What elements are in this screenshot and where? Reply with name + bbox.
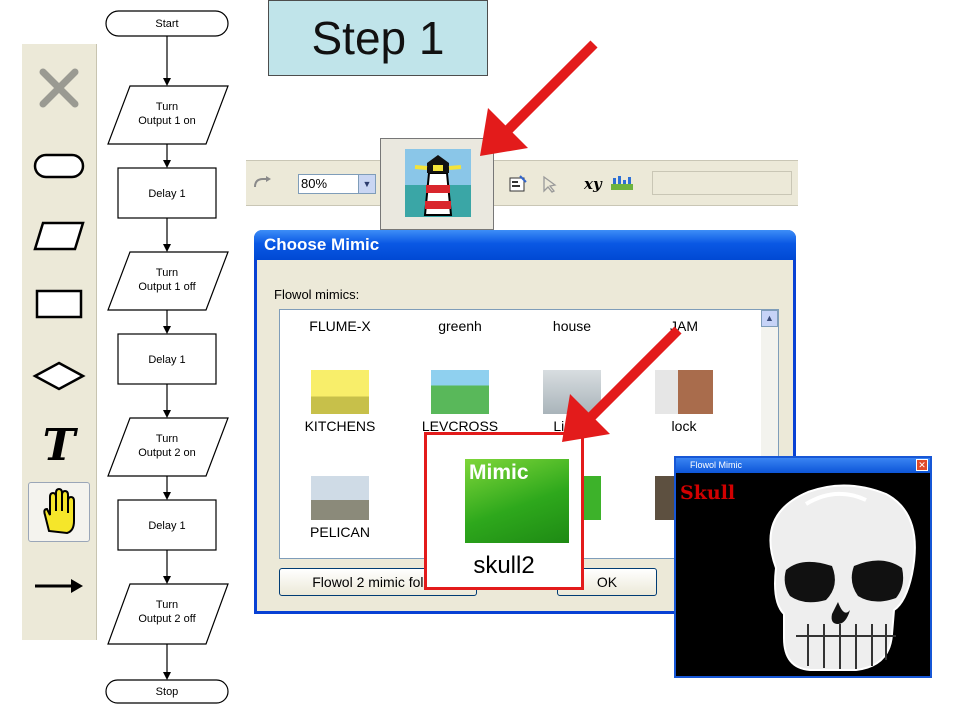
parallelogram-shape-icon	[33, 221, 85, 251]
flowchart-step-delay-2[interactable]: Delay 1	[117, 333, 217, 385]
mimic-window-titlebar[interactable]: Flowol Mimic ✕	[676, 458, 930, 473]
rectangle-shape-icon	[35, 289, 83, 319]
lock-thumbnail	[655, 370, 713, 414]
skull2-label: skull2	[473, 552, 535, 579]
step-line1: Delay 1	[148, 520, 185, 532]
step-line1: Delay 1	[148, 354, 185, 366]
diamond-shape-icon	[32, 361, 86, 391]
step-line2: Output 2 on	[138, 447, 196, 459]
dialog-title: Choose Mimic	[264, 235, 380, 254]
flowchart: Start Turn Output 1 on Delay 1 Turn Outp…	[105, 10, 229, 704]
flowchart-step-delay-1[interactable]: Delay 1	[117, 167, 217, 219]
process-shape-tool[interactable]	[28, 274, 90, 334]
redo-icon[interactable]	[252, 175, 274, 191]
flowchart-step-turn-output2-on[interactable]: Turn Output 2 on	[107, 417, 229, 477]
svg-text:T: T	[43, 422, 79, 466]
mimic-item-house[interactable]: house	[512, 318, 632, 334]
toolbar-empty-field	[652, 171, 792, 195]
step-label: Step 1	[311, 12, 445, 64]
decision-shape-tool[interactable]	[28, 346, 90, 406]
mimic-item-label: PELICAN	[310, 524, 370, 540]
mimic-item-flume-x[interactable]: FLUME-X	[280, 318, 400, 334]
text-t-icon: T	[43, 422, 79, 466]
terminator-shape-icon	[33, 153, 85, 179]
text-tool[interactable]: T	[28, 414, 90, 474]
step-line2: Output 1 on	[138, 115, 196, 127]
stop-terminator[interactable]: Stop	[105, 679, 229, 704]
mimic-item-levcross[interactable]: LEVCROSS	[400, 370, 520, 434]
hand-icon	[43, 487, 75, 535]
flowchart-step-turn-output1-on[interactable]: Turn Output 1 on	[107, 85, 229, 145]
pelican-thumbnail	[311, 476, 369, 520]
mimic-button-callout[interactable]	[380, 138, 494, 230]
zoom-value: 80%	[301, 176, 328, 191]
step-line1: Turn	[156, 433, 178, 445]
red-arrow-to-mimic-button	[480, 40, 598, 156]
mimic-item-label: KITCHENS	[304, 418, 376, 434]
step-line1: Turn	[156, 599, 178, 611]
mimic-item-label: house	[552, 318, 592, 334]
mimic-item-lock[interactable]: lock	[624, 370, 744, 434]
flowol-mimic-window: Flowol Mimic ✕ Skull	[674, 456, 932, 678]
right-arrow-icon	[35, 579, 83, 593]
scroll-up-icon[interactable]: ▲	[761, 310, 778, 327]
chart-icon[interactable]	[610, 174, 634, 192]
mimic-item-label: LEVCROSS	[421, 418, 499, 434]
stop-label: Stop	[156, 686, 179, 698]
skull2-callout[interactable]: Mimic skull2	[424, 432, 584, 590]
mimic-item-label: greenh	[438, 318, 482, 334]
step-line2: Output 1 off	[138, 281, 196, 293]
hand-tool[interactable]	[28, 482, 90, 542]
dialog-title-bar[interactable]: Choose Mimic	[254, 230, 796, 260]
mimic-list-label: Flowol mimics:	[274, 287, 360, 302]
flowchart-step-delay-3[interactable]: Delay 1	[117, 499, 217, 551]
delete-tool[interactable]	[28, 58, 90, 118]
skull-illustration	[769, 484, 916, 671]
flowchart-step-turn-output2-off[interactable]: Turn Output 2 off	[107, 583, 229, 645]
step-label-box: Step 1	[268, 0, 488, 76]
xy-coordinates-button[interactable]: xy	[584, 175, 602, 193]
flowchart-step-turn-output1-off[interactable]: Turn Output 1 off	[107, 251, 229, 311]
pointer-icon[interactable]	[540, 175, 560, 193]
terminator-shape-tool[interactable]	[28, 136, 90, 196]
start-terminator[interactable]: Start	[105, 10, 229, 37]
step-line1: Turn	[156, 267, 178, 279]
mimic-item-pelican[interactable]: PELICAN	[280, 476, 400, 540]
tool-palette: T	[22, 44, 97, 640]
zoom-combo[interactable]: 80% ▼	[298, 174, 376, 194]
red-arrow-to-skull2	[562, 326, 682, 442]
mimic-item-greenh[interactable]: greenh	[400, 318, 520, 334]
mimic-item-label: lock	[671, 418, 697, 434]
mimic-window-title: Flowol Mimic	[690, 460, 743, 470]
toolbar: 80% ▼ xy	[246, 160, 798, 206]
mimic-title: Skull	[680, 482, 736, 504]
input-output-shape-tool[interactable]	[28, 206, 90, 266]
chevron-down-icon[interactable]: ▼	[358, 175, 375, 193]
step-line2: Output 2 off	[138, 613, 196, 625]
start-label: Start	[155, 18, 178, 30]
step-line1: Turn	[156, 101, 178, 113]
mimic-item-kitchens[interactable]: KITCHENS	[280, 370, 400, 434]
cross-icon	[39, 68, 79, 108]
close-icon[interactable]: ✕	[916, 459, 928, 471]
mimic-item-label: FLUME-X	[309, 318, 371, 334]
step-line1: Delay 1	[148, 188, 185, 200]
properties-icon[interactable]	[508, 175, 528, 193]
kitchen-thumbnail	[311, 370, 369, 414]
arrow-tool[interactable]	[28, 556, 90, 616]
thumbnail-text: Mimic	[469, 461, 529, 484]
lighthouse-icon	[405, 149, 471, 217]
level-crossing-thumbnail	[431, 370, 489, 414]
skull2-thumbnail: Mimic	[465, 459, 569, 543]
